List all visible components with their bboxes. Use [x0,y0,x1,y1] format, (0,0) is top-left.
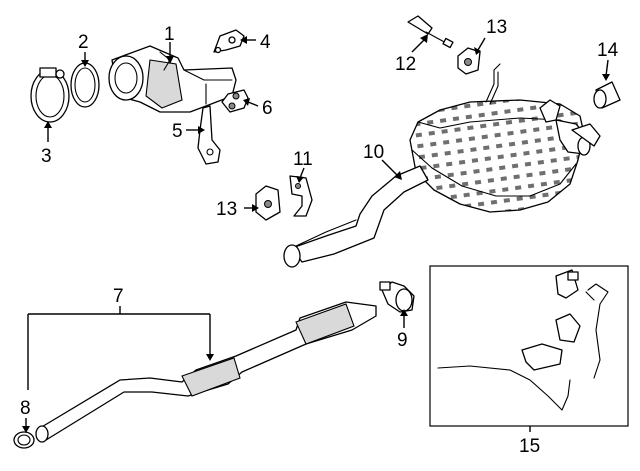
clamp-part-9[interactable] [379,281,415,313]
clamp-part-8[interactable] [13,431,35,449]
hanger-part-6[interactable] [221,89,249,113]
callout-15: 15 [519,436,540,457]
callout-7: 7 [113,286,124,307]
callout-10: 10 [363,142,384,163]
callout-11: 11 [293,149,313,170]
bracket-part-4[interactable] [213,29,245,54]
tailpipe-tip-part-14[interactable] [593,81,621,109]
support-bracket-part-5[interactable] [197,105,221,165]
hanger-part-12[interactable] [407,15,454,49]
callout-14: 14 [597,40,619,61]
clamp-part-3[interactable] [30,67,70,123]
leaders [22,34,610,433]
callout-labels: 1 2 3 4 5 6 7 8 9 10 11 12 13 13 14 15 [20,17,619,457]
inset-box-part-15 [429,265,629,427]
callout-12: 12 [395,54,416,75]
intermediate-pipe-part-7[interactable] [35,301,377,443]
callout-13-top: 13 [486,17,507,38]
callout-9: 9 [397,330,408,351]
gasket-part-2[interactable] [70,62,100,108]
isolator-part-13-top[interactable] [457,47,481,75]
callout-8: 8 [20,398,31,419]
catalytic-converter-part-1[interactable] [108,45,237,113]
callout-3: 3 [41,146,52,167]
isolator-part-13-lower[interactable] [255,185,281,221]
rear-muffler-part-10[interactable] [283,63,601,268]
vacuum-components-part-15[interactable] [437,269,609,411]
callout-4: 4 [260,32,271,53]
callout-2: 2 [78,32,89,53]
callout-5: 5 [172,121,183,142]
callout-1: 1 [164,24,175,45]
callout-6: 6 [262,98,273,119]
bracket-part-11[interactable] [289,175,313,217]
callout-13-lower: 13 [216,199,237,220]
